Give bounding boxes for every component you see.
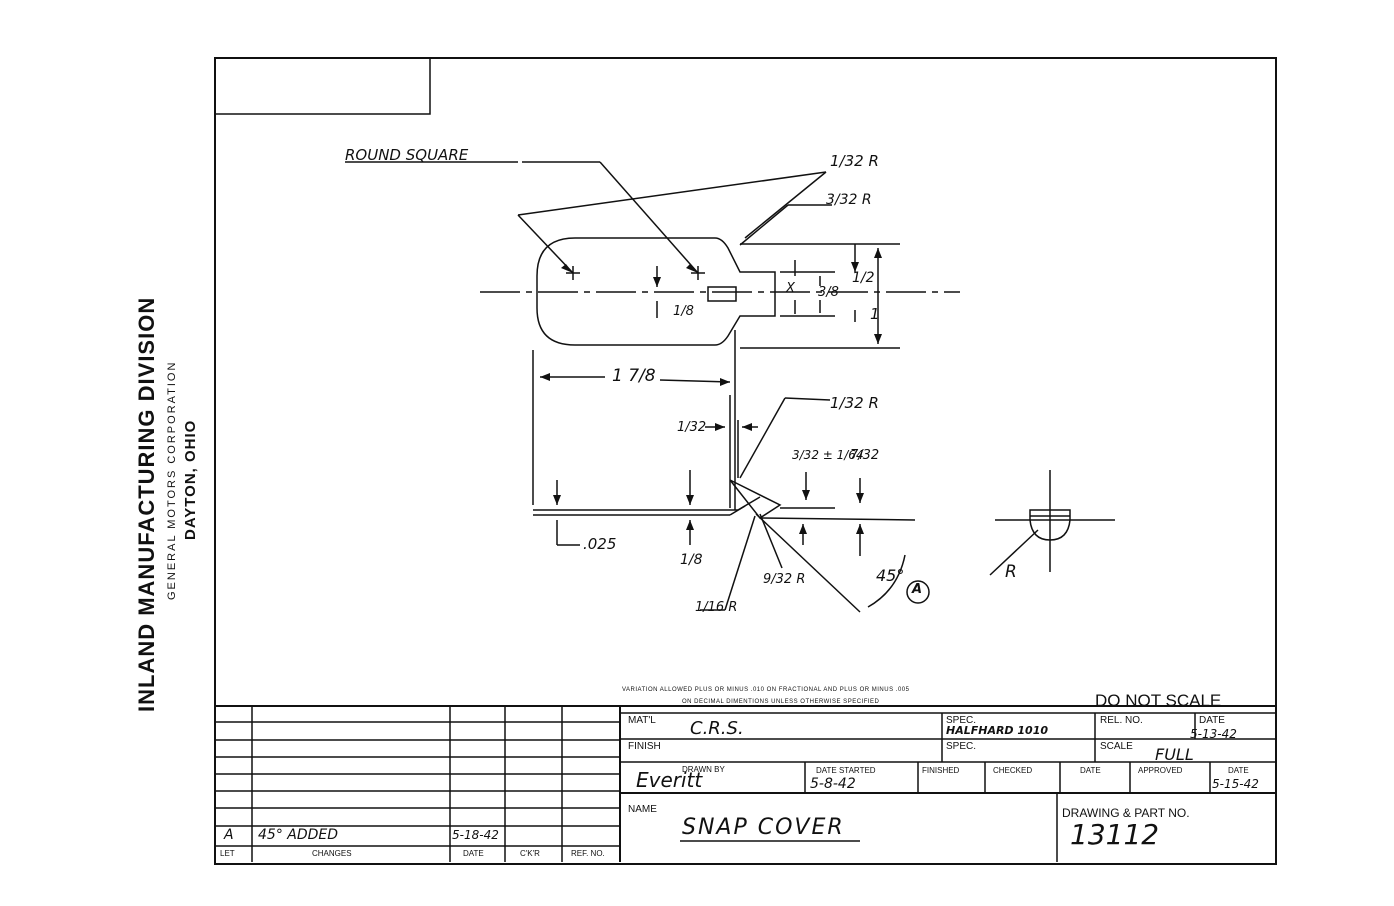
label-dim-x: X	[786, 281, 795, 296]
revision-date: 5-18-42	[452, 828, 499, 842]
revision-letter: A	[224, 827, 234, 843]
label-radius-1-32-top: 1/32 R	[830, 152, 879, 170]
drawing-no-value: 13112	[1070, 818, 1160, 851]
sheet-border	[214, 57, 1277, 865]
date-label: DATE	[1199, 715, 1225, 726]
label-dim-1-7-8: 1 7/8	[612, 366, 656, 386]
drawn-by-label: DRAWN BY	[682, 765, 725, 774]
date3-value: 5-15-42	[1212, 777, 1259, 791]
label-dim-1-32-side: 1/32	[677, 420, 707, 435]
rev-header-date: DATE	[463, 849, 484, 858]
date2-label: DATE	[1080, 766, 1101, 775]
label-dim-3-8: 3/8	[818, 285, 839, 300]
rev-header-changes: CHANGES	[312, 849, 352, 858]
checked-label: CHECKED	[993, 766, 1033, 775]
corner-box	[214, 57, 431, 115]
label-detail-radius: R	[1005, 562, 1017, 582]
drawn-by-signature: Everitt	[636, 768, 703, 792]
label-dim-3-32-tol: 3/32 ± 1/64	[792, 448, 864, 462]
drawing-no-label: DRAWING & PART NO.	[1062, 806, 1190, 820]
label-round-square: ROUND SQUARE	[345, 146, 469, 164]
variation-note-line2: ON DECIMAL DIMENTIONS UNLESS OTHERWISE S…	[682, 699, 880, 705]
spec-value: HALFHARD 1010	[946, 724, 1049, 737]
label-radius-3-32: 3/32 R	[826, 192, 872, 208]
matl-label: MAT'L	[628, 715, 656, 726]
revision-change: 45° ADDED	[258, 827, 339, 843]
spec2-label: SPEC.	[946, 741, 977, 752]
label-dim-1-8-bottom: 1/8	[680, 552, 703, 568]
label-angle-45: 45°	[876, 566, 905, 585]
date-started-label: DATE STARTED	[816, 766, 876, 775]
slot	[707, 286, 737, 302]
rev-header-let: LET	[220, 849, 235, 858]
label-radius-1-16: 1/16 R	[695, 600, 738, 615]
label-radius-1-32-mid: 1/32 R	[830, 394, 879, 412]
finish-label: FINISH	[628, 741, 661, 752]
name-label: NAME	[628, 804, 657, 815]
part-name: SNAP COVER	[682, 815, 845, 840]
label-dim-7-32: 7/32	[850, 448, 880, 463]
label-slot-1-8: 1/8	[673, 304, 694, 319]
part-top-view	[536, 237, 776, 346]
matl-value: C.R.S.	[690, 718, 744, 739]
rev-header-ref: REF. NO.	[571, 849, 605, 858]
label-radius-9-32: 9/32 R	[763, 572, 806, 587]
scale-value: FULL	[1155, 745, 1194, 764]
scale-label: SCALE	[1100, 741, 1133, 752]
date-value: 5-13-42	[1190, 727, 1237, 741]
approved-label: APPROVED	[1138, 766, 1183, 775]
rev-header-ckr: C'K'R	[520, 849, 540, 858]
variation-note-line1: VARIATION ALLOWED PLUS OR MINUS .010 ON …	[622, 687, 910, 693]
date-started-value: 5-8-42	[810, 776, 856, 792]
finished-label: FINISHED	[922, 766, 960, 775]
revision-flag-a: A	[912, 582, 923, 597]
rel-no-label: REL. NO.	[1100, 715, 1143, 726]
date3-label: DATE	[1228, 766, 1249, 775]
label-dim-025: .025	[583, 535, 617, 553]
label-dim-half: 1/2	[852, 270, 875, 286]
label-dim-1: 1	[870, 305, 880, 323]
spec-label: SPEC.	[946, 715, 977, 726]
do-not-scale-note: DO NOT SCALE	[1095, 691, 1222, 710]
